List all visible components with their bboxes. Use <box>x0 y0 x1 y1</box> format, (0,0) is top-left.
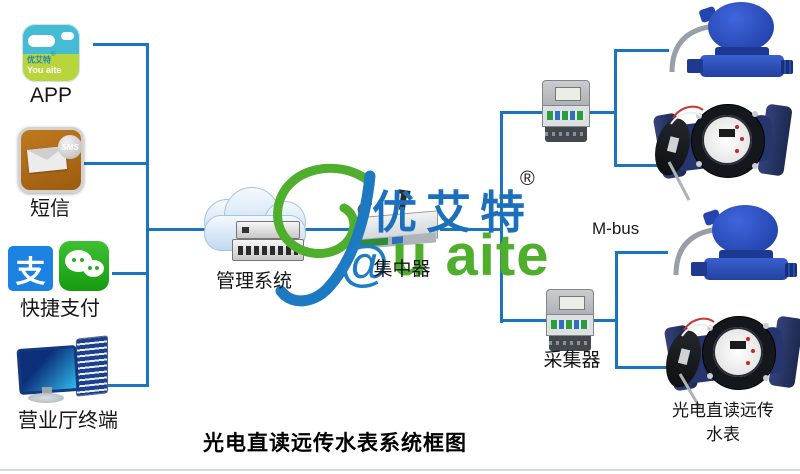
connector-mid-trunk <box>500 111 503 323</box>
registered-mark: ® <box>51 52 56 58</box>
remote-meter-label-line1: 光电直读远传 <box>672 401 774 420</box>
collector-device <box>542 80 590 142</box>
server-tower-icon <box>76 335 108 397</box>
meter-display <box>559 296 585 310</box>
cloud-server-icon <box>202 185 308 267</box>
large-water-meter <box>649 100 793 204</box>
large-water-meter <box>660 312 800 416</box>
payment-label: 快捷支付 <box>20 298 100 320</box>
app-logo-cn: 优艾特 <box>27 55 51 65</box>
remote-meter-label-line2: 水表 <box>706 425 740 444</box>
meter-wires-icon <box>667 105 704 201</box>
connector-bottom-meter-trunk <box>615 251 618 368</box>
connector-small-meter-1 <box>614 49 669 52</box>
diagram-title: 光电直读远传水表系统框图 <box>203 432 467 455</box>
connector-large-meter-1 <box>614 164 672 167</box>
small-water-meter <box>662 203 797 285</box>
management-system-label: 管理系统 <box>215 271 292 292</box>
cloud-shape-icon <box>61 32 74 40</box>
connector-top-meter-trunk <box>614 49 617 167</box>
connector-left-trunk <box>146 43 149 387</box>
sms-label: 短信 <box>30 198 70 220</box>
meter-dial <box>702 316 776 390</box>
server-unit-icon <box>232 239 304 261</box>
connector-sms <box>83 162 149 165</box>
server-unit-icon <box>236 221 300 239</box>
collector-label: 采集器 <box>543 350 601 371</box>
concentrator-device <box>338 192 448 254</box>
connector-payment <box>112 272 149 275</box>
connector-large-meter-2 <box>615 366 676 369</box>
remote-meter-label: 光电直读远传 水表 <box>648 399 798 447</box>
chat-bubble-icon <box>83 260 104 277</box>
terminal-block <box>545 127 587 142</box>
app-icon-logo: 优艾特® You aite <box>27 51 61 75</box>
app-logo-en: You aite <box>27 65 62 76</box>
alipay-icon: 支 <box>8 246 53 291</box>
sms-badge: SMS <box>58 135 82 159</box>
cloud-shape-icon <box>28 35 55 47</box>
mbus-label: M-bus <box>592 219 640 238</box>
connector-app <box>93 43 149 46</box>
hall-terminal-label: 营业厅终端 <box>18 410 118 432</box>
concentrator-label: 集中器 <box>373 259 431 280</box>
connector-to-cloud <box>146 228 220 231</box>
sms-icon: SMS <box>18 127 84 193</box>
app-label: APP <box>29 84 73 107</box>
connector-small-meter-2 <box>615 251 668 254</box>
wechat-icon <box>59 241 109 291</box>
app-icon: 优艾特® You aite <box>22 24 80 82</box>
meter-dial <box>691 104 765 178</box>
connector-concentrator-out <box>440 228 502 231</box>
collector-device <box>546 289 594 351</box>
alipay-glyph: 支 <box>15 255 46 289</box>
meter-wires-icon <box>678 317 715 409</box>
registered-mark: ® <box>520 168 535 190</box>
terminal-block <box>549 336 591 351</box>
small-water-meter <box>658 0 793 82</box>
connector-hall <box>100 384 149 387</box>
bottom-divider <box>0 469 800 471</box>
meter-display <box>555 87 581 101</box>
business-hall-terminal-icon <box>16 335 124 403</box>
